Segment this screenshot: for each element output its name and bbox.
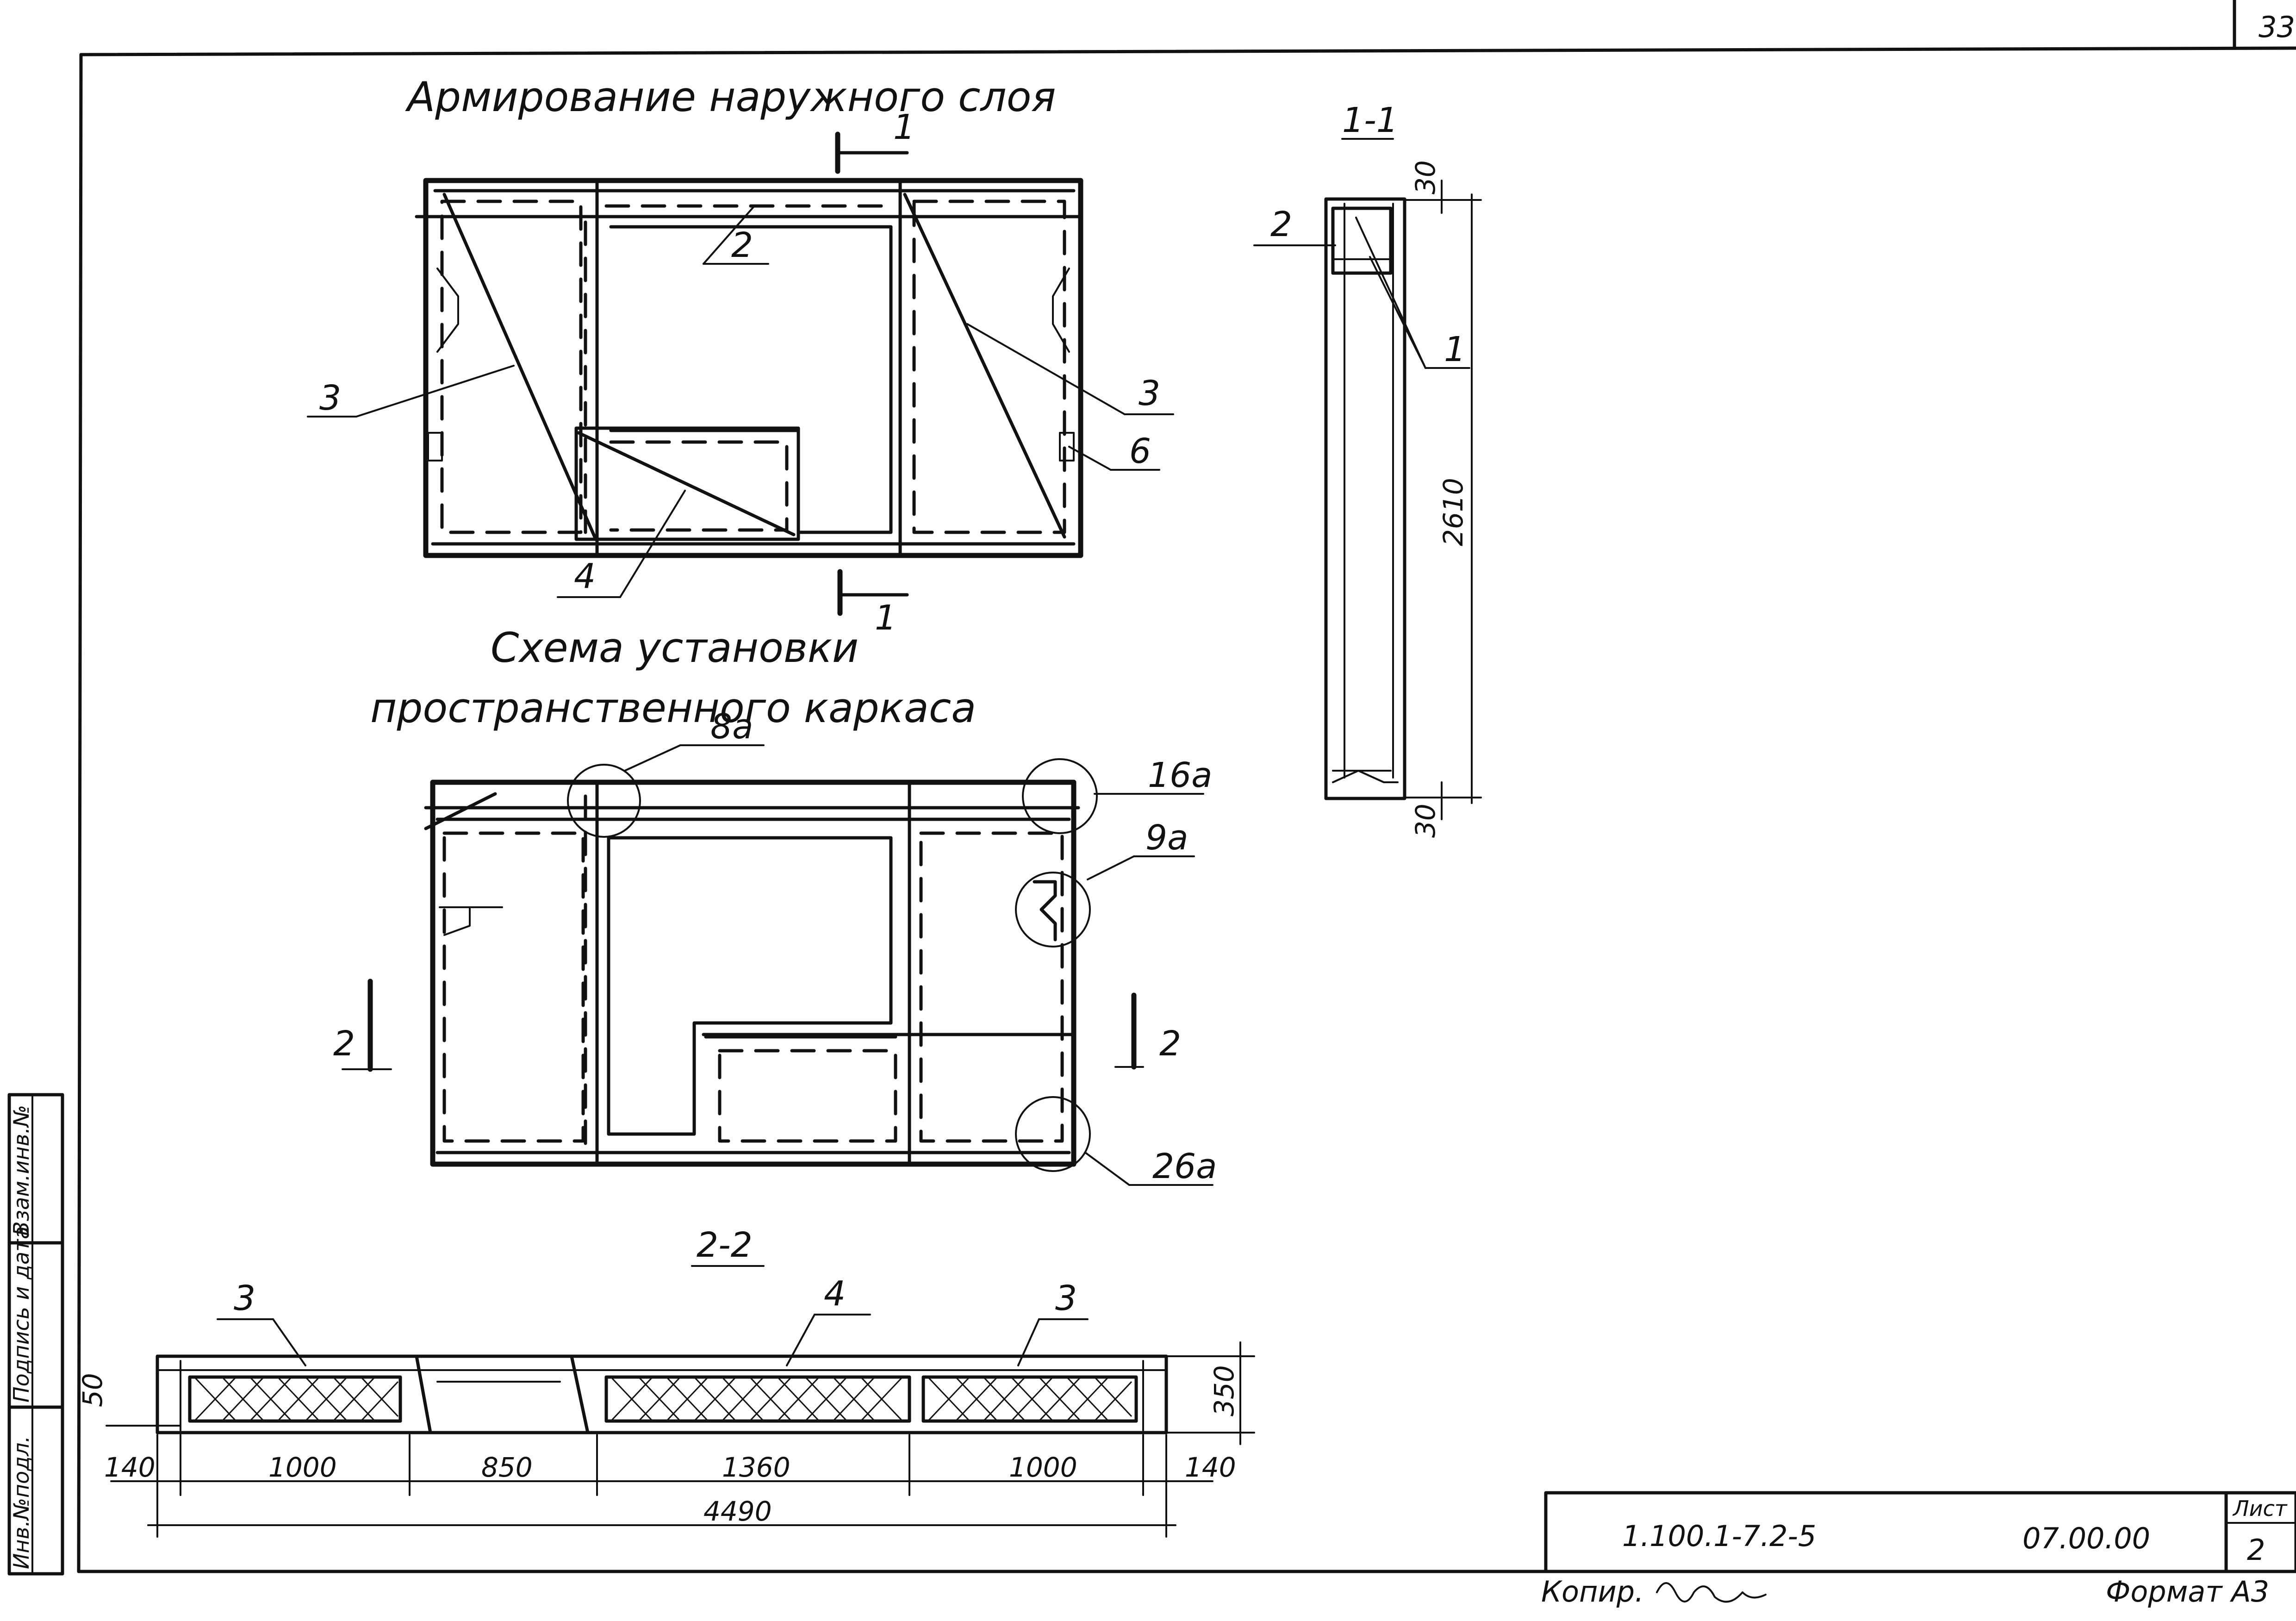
callout-3-section-right: 3	[1055, 1278, 1077, 1318]
dim-850: 850	[481, 1452, 533, 1483]
section-mark-top: 1	[893, 107, 915, 147]
title-block: 1.100.1-7.2-5 07.00.00 Лист 2 Копир. Фор…	[1541, 1491, 2296, 1609]
section-mark-left: 2	[333, 1024, 355, 1064]
copy-signature	[1656, 1582, 1767, 1603]
dim-1000-left: 1000	[268, 1452, 337, 1483]
callout-2-section: 2	[1270, 205, 1292, 244]
node-8a: 8а	[710, 707, 753, 747]
section-1-1-label: 1-1	[1342, 100, 1398, 140]
frame-scheme-view: Схема установки пространственного каркас…	[333, 624, 1217, 1186]
stamp-sheet-number: 2	[2247, 1533, 2265, 1567]
outer-layer-title: Армирование наружного слоя	[405, 73, 1056, 121]
stamp-format: Формат А3	[2106, 1575, 2269, 1609]
section-1-1: 1-1 30 2610 30 2 1	[1253, 100, 1482, 838]
callout-6: 6	[1129, 431, 1151, 471]
dim-1360: 1360	[722, 1452, 790, 1483]
dim-4490: 4490	[703, 1496, 772, 1527]
side-stamp: Взам.инв.№ Подпись и дата Инв.№подл.	[7, 1093, 64, 1576]
frame-scheme-title-2: пространственного каркаса	[370, 684, 976, 732]
dim-50: 50	[77, 1373, 108, 1407]
stamp-copy: Копир.	[1541, 1575, 1644, 1609]
dim-350: 350	[1208, 1365, 1240, 1416]
callout-1-section: 1	[1444, 330, 1466, 369]
outer-layer-view: Армирование наружного слоя 1 1	[307, 73, 1174, 638]
callout-2-outer: 2	[731, 225, 753, 265]
callout-3-section-left: 3	[234, 1278, 255, 1318]
stamp-number: 07.00.00	[2022, 1521, 2150, 1555]
dim-30-bottom: 30	[1410, 804, 1441, 838]
side-inv-original: Инв.№подл.	[9, 1436, 34, 1569]
callout-4-outer: 4	[574, 556, 596, 596]
section-mark-bottom: 1	[875, 598, 896, 638]
section-2-2-label: 2-2	[697, 1225, 753, 1265]
section-mark-right: 2	[1159, 1024, 1181, 1064]
dim-140-left: 140	[104, 1452, 156, 1483]
callout-3-right: 3	[1139, 374, 1160, 413]
side-sign-date: Подпись и дата	[9, 1226, 34, 1403]
dim-1000-right: 1000	[1009, 1452, 1077, 1483]
node-16a: 16а	[1148, 755, 1213, 795]
side-inv-replacement: Взам.инв.№	[9, 1105, 34, 1236]
callout-4-section: 4	[824, 1274, 846, 1314]
stamp-code: 1.100.1-7.2-5	[1622, 1519, 1816, 1553]
frame-scheme-title-1: Схема установки	[491, 624, 859, 672]
dim-2610: 2610	[1437, 478, 1469, 546]
node-26a: 26а	[1152, 1147, 1217, 1186]
callout-3-left: 3	[319, 378, 341, 418]
node-9a: 9а	[1145, 818, 1188, 858]
dim-140-right: 140	[1185, 1452, 1236, 1483]
section-2-2: 2-2 350 50 140 100	[77, 1225, 1255, 1538]
page-number: 33	[2259, 10, 2295, 44]
stamp-sheet-label: Лист	[2232, 1496, 2288, 1521]
insulation-hatch	[193, 1376, 1132, 1422]
dim-30-top: 30	[1410, 160, 1441, 194]
